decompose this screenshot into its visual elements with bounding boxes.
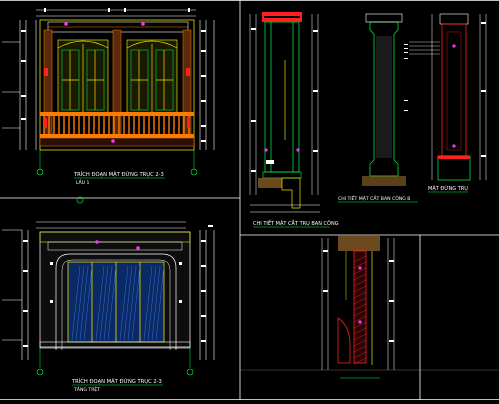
- ground-floor-glass-doors: [67, 261, 165, 343]
- balcony-column-section-title: CHI TIẾT MẶT CẮT TRỤ BAN CÔNG: [253, 219, 339, 227]
- axis-marker-icon: [36, 368, 44, 376]
- column-elevation-title: MẶT ĐỨNG TRỤ: [428, 185, 468, 192]
- lower-elevation-title: TRÍCH ĐOẠN MẶT ĐỨNG TRỤC 2-3: [71, 378, 162, 385]
- upper-elevation-title: TRÍCH ĐOẠN MẶT ĐỨNG TRỤC 2-3: [73, 171, 164, 178]
- lower-floor-label: TẦNG TRỆT: [73, 385, 100, 393]
- axis-marker-icon: [190, 168, 198, 176]
- axis-marker-icon: [186, 368, 194, 376]
- lower-elevation: TRÍCH ĐOẠN MẶT ĐỨNG TRỤC 2-3 TẦNG TRỆT: [2, 221, 215, 393]
- upper-left-door: [57, 39, 109, 116]
- bottom-section-title: CHI TIẾT MẶT CẮT BAN CÔNG B: [338, 194, 410, 202]
- column-details: CHI TIẾT MẶT CẮT TRỤ BAN CÔNG CHI TIẾT M…: [249, 12, 487, 228]
- section-marker-icon: [76, 196, 84, 204]
- upper-floor-label: LẦU 1: [76, 178, 90, 186]
- upper-elevation: TRÍCH ĐOẠN MẶT ĐỨNG TRỤC 2-3 LẦU 1: [2, 8, 215, 204]
- upper-right-door: [126, 39, 178, 116]
- axis-marker-icon: [36, 168, 44, 176]
- bottom-section-detail: [240, 235, 499, 379]
